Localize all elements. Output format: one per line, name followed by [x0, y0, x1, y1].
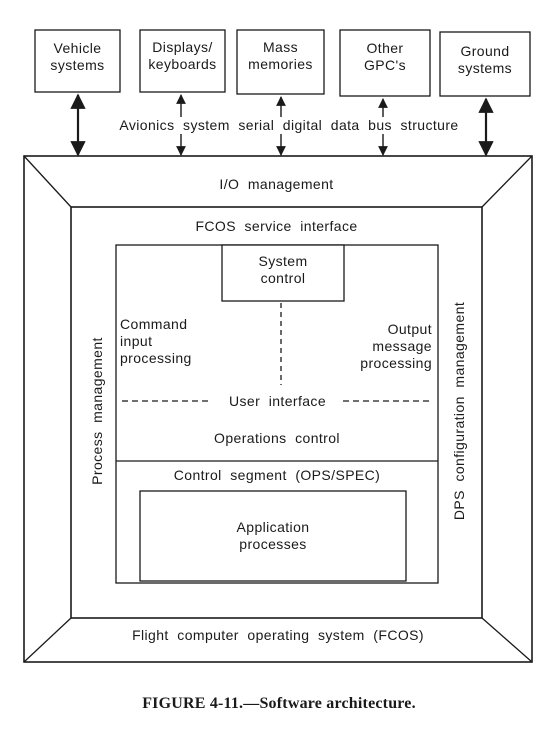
figure-caption: FIGURE 4-11.—Software architecture.: [142, 695, 416, 712]
ground-systems-box: [439, 31, 531, 97]
displays-keyboards-box: [139, 29, 226, 93]
frame-diagonal-br: [481, 617, 533, 663]
fcos-service-interface-label: FCOS service interface: [195, 218, 358, 234]
process-management-label: Process management: [89, 337, 105, 485]
user-interface-label: User interface: [228, 393, 327, 409]
frame-diagonal-bl: [23, 617, 72, 663]
bus-structure-label: Avionics system serial digital data bus …: [100, 117, 478, 134]
vehicle-systems-box: [34, 29, 121, 93]
io-management-label: I/O management: [219, 176, 334, 192]
mass-memories-box: [236, 29, 325, 95]
fcos-middle-frame: [70, 206, 483, 619]
frame-diagonal-tr: [481, 155, 533, 208]
application-processes-box: [139, 490, 407, 582]
operations-control-label: Operations control: [214, 430, 340, 446]
frame-diagonal-tl: [23, 155, 72, 208]
fcos-outer-frame: [23, 155, 533, 663]
system-control-box: [221, 244, 345, 302]
displays-keyboards-label: Displays/keyboards: [148, 39, 217, 72]
fcos-label: Flight computer operating system (FCOS): [132, 627, 424, 643]
dps-configuration-management-label: DPS configuration management: [451, 301, 467, 521]
control-segment-label: Control segment (OPS/SPEC): [173, 467, 381, 483]
other-gpcs-box: [339, 29, 431, 97]
